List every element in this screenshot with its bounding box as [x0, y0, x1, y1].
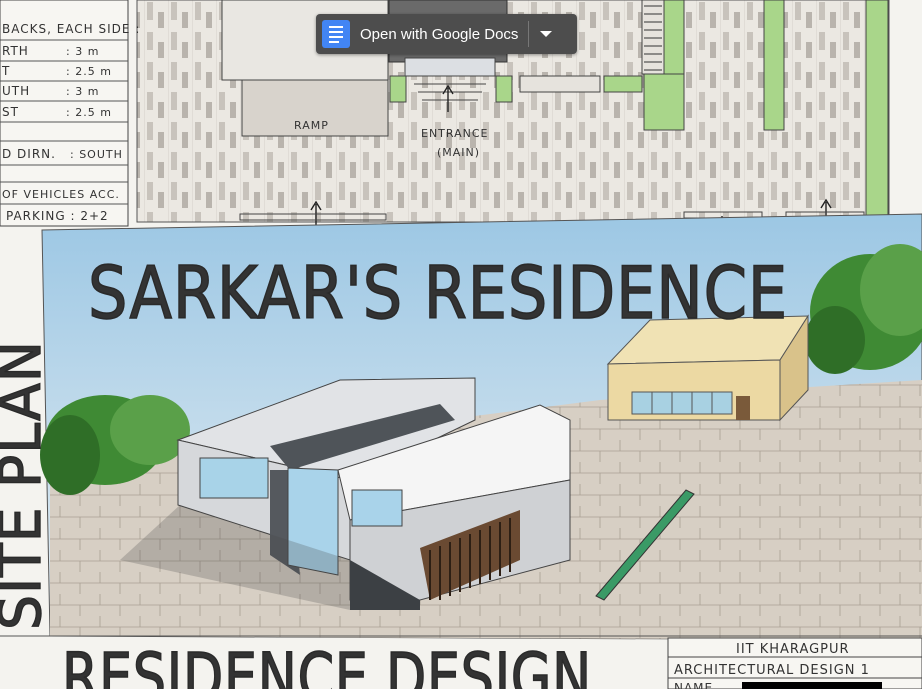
setback-table: BACKS, EACH SIDE : RTH : 3 m T : 2.5 m U… — [0, 0, 140, 227]
google-docs-icon — [322, 20, 350, 48]
entrance-sub-label: (MAIN) — [437, 146, 480, 159]
open-with-google-docs-button[interactable]: Open with Google Docs — [316, 14, 528, 54]
main-title: SARKAR'S RESIDENCE — [88, 251, 788, 335]
title-block-institute: IIT KHARAGPUR — [736, 642, 850, 657]
perspective-view — [40, 213, 922, 641]
dropdown-arrow-icon — [540, 31, 553, 37]
setback-row-1-value: : 3 m — [66, 45, 99, 58]
redacted-name-block — [742, 682, 882, 689]
setback-row-6: OF VEHICLES ACC. — [2, 188, 120, 201]
title-block-course: ARCHITECTURAL DESIGN 1 — [674, 663, 870, 678]
side-title: SITE PLAN — [0, 340, 54, 630]
setback-row-4-label: ST — [2, 105, 19, 119]
setback-row-5-label: D DIRN. — [2, 147, 56, 161]
toolbar-divider — [528, 21, 530, 47]
setback-row-2-value: : 2.5 m — [66, 65, 112, 78]
setback-row-3-value: : 3 m — [66, 85, 99, 98]
setback-row-3-label: UTH — [2, 84, 30, 98]
setback-row-0: BACKS, EACH SIDE : — [2, 22, 140, 36]
open-with-menu-button[interactable] — [529, 14, 563, 54]
setback-row-4-value: : 2.5 m — [66, 106, 112, 119]
open-with-toolbar: Open with Google Docs — [316, 14, 577, 54]
ramp-label: RAMP — [294, 119, 329, 132]
bottom-title: RESIDENCE DESIGN — [62, 639, 592, 689]
setback-row-5-value: : SOUTH — [70, 148, 123, 161]
setback-row-1-label: RTH — [2, 44, 29, 58]
garage-building — [606, 314, 809, 422]
setback-row-7: PARKING : 2+2 — [6, 209, 109, 223]
setback-row-2-label: T — [1, 64, 10, 78]
title-block-name-label: NAME — [674, 681, 713, 689]
title-block: IIT KHARAGPUR ARCHITECTURAL DESIGN 1 NAM… — [667, 637, 922, 689]
entrance-label: ENTRANCE — [421, 127, 488, 140]
main-house — [176, 377, 571, 610]
open-with-label: Open with Google Docs — [360, 25, 519, 43]
